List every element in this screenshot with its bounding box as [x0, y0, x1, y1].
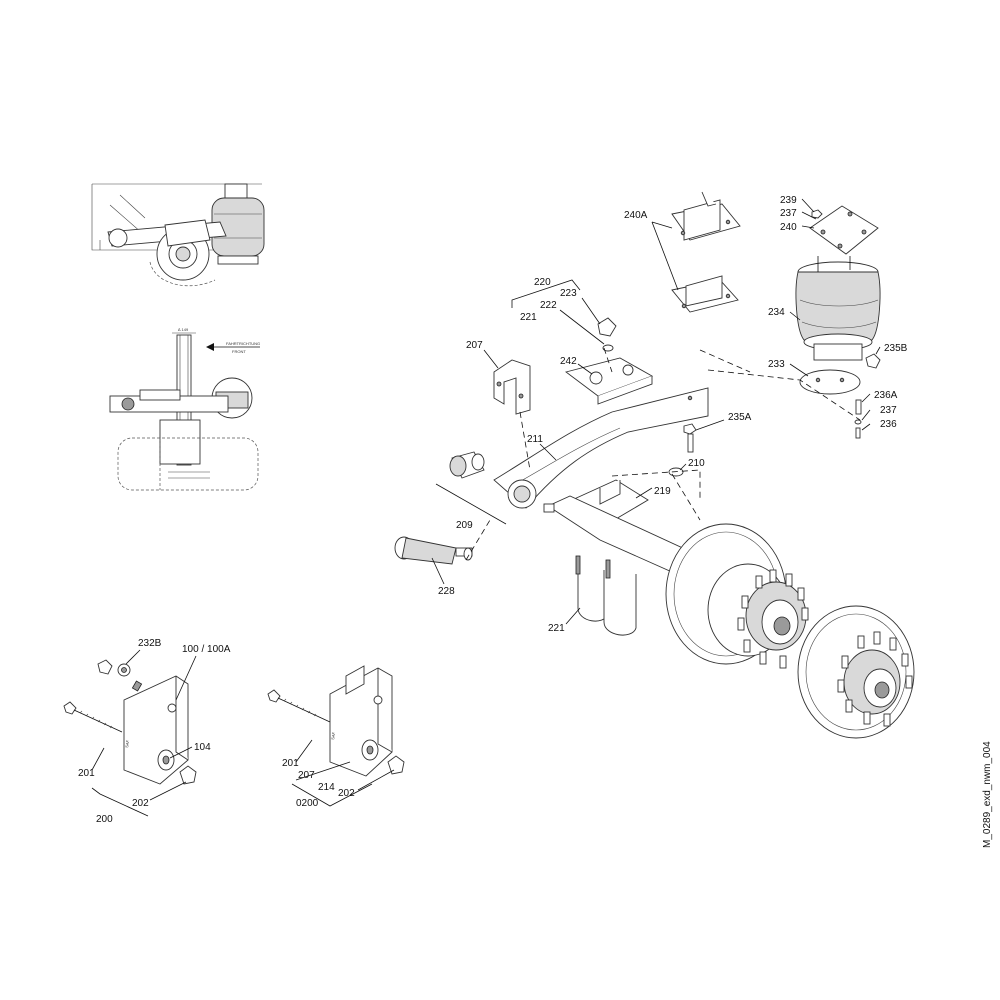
hub-studs — [737, 569, 809, 669]
disc-hub-studs — [837, 631, 913, 727]
label-235A: 235A — [728, 412, 752, 423]
front-label: FRONT — [232, 349, 246, 354]
label-236A: 236A — [874, 390, 898, 401]
label-202-a: 202 — [132, 798, 149, 809]
label-207-bottom: 207 — [298, 770, 315, 781]
label-240: 240 — [780, 222, 797, 233]
label-202-b: 202 — [338, 788, 355, 799]
label-201-a: 201 — [78, 768, 95, 779]
label-236: 236 — [880, 419, 897, 430]
label-221-bottom: 221 — [548, 623, 565, 634]
label-222: 222 — [540, 300, 557, 311]
label-223: 223 — [560, 288, 577, 299]
drawing-reference: M_0289_exd_nwm_004 — [982, 741, 993, 848]
label-242: 242 — [560, 356, 577, 367]
label-209: 209 — [456, 520, 473, 531]
label-228: 228 — [438, 586, 455, 597]
label-100-100A: 100 / 100A — [182, 644, 231, 655]
label-219: 219 — [654, 486, 671, 497]
label-210: 210 — [688, 458, 705, 469]
part-labels: 240A 239 237 240 220 223 222 221 234 207… — [78, 195, 908, 825]
label-234: 234 — [768, 307, 785, 318]
air-spring-assembly — [671, 191, 881, 439]
label-201-b: 201 — [282, 758, 299, 769]
detail-rear-view: ∆ 149 FAHRTRICHTUNG FRONT — [109, 327, 260, 491]
label-237-bottom: 237 — [880, 405, 897, 416]
bolt-201-a — [63, 701, 123, 733]
hanger-assembly-0200: SAF — [267, 665, 405, 777]
direction-arrow-icon — [206, 343, 260, 351]
direction-label: FAHRTRICHTUNG — [226, 341, 260, 346]
label-233: 233 — [768, 359, 785, 370]
svg-text:SAF: SAF — [330, 731, 336, 740]
hanger-assembly-200: SAF — [63, 659, 197, 785]
label-239: 239 — [780, 195, 797, 206]
label-240A: 240A — [624, 210, 648, 221]
label-200: 200 — [96, 814, 113, 825]
leader-lines — [91, 198, 881, 817]
label-235B: 235B — [884, 343, 908, 354]
label-207-top: 207 — [466, 340, 483, 351]
label-237-top: 237 — [780, 208, 797, 219]
label-211: 211 — [527, 434, 543, 445]
label-214: 214 — [318, 782, 335, 793]
label-0200: 0200 — [296, 798, 319, 809]
svg-text:∆ 149: ∆ 149 — [178, 327, 189, 332]
axle-and-hub — [543, 479, 915, 739]
svg-text:SAF: SAF — [124, 739, 130, 748]
trailing-arm-assembly — [394, 317, 709, 565]
label-104: 104 — [194, 742, 211, 753]
label-220: 220 — [534, 277, 551, 288]
detail-side-view — [91, 183, 265, 287]
label-232B: 232B — [138, 638, 162, 649]
label-221-top: 221 — [520, 312, 537, 323]
bolt-201-b — [267, 689, 331, 723]
